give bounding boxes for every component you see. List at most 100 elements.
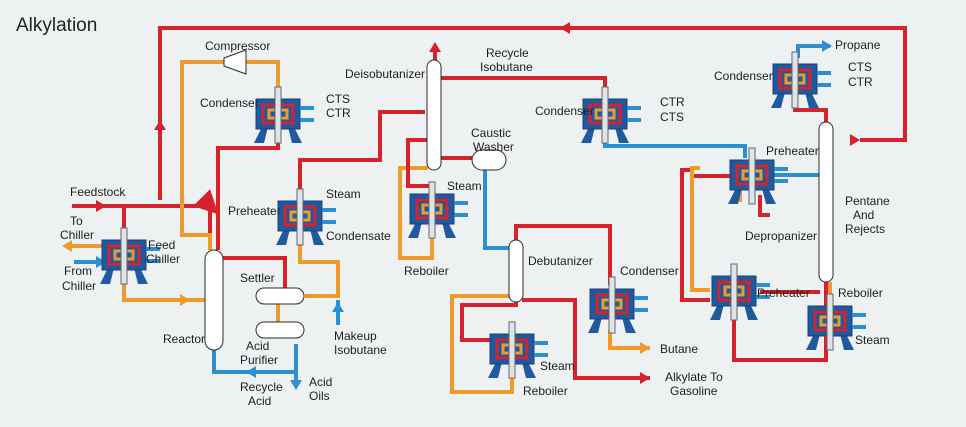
compressor-body xyxy=(223,49,247,75)
label-settler: Settler xyxy=(240,271,275,285)
label-debutanizer: Debutanizer xyxy=(528,254,593,268)
exchanger-shaft xyxy=(120,227,128,285)
pipe-left-loop xyxy=(680,168,710,302)
settler-vessel xyxy=(255,287,305,305)
exchanger-reboiler-3 xyxy=(806,293,866,351)
label-condenser-4: Condenser xyxy=(620,264,679,278)
label-chiller-to: Chiller xyxy=(60,228,94,242)
label-and: And xyxy=(853,208,874,222)
label-ctr-1: CTR xyxy=(326,106,351,120)
exchanger-shaft xyxy=(296,188,304,246)
label-preheater-1: Preheater xyxy=(228,204,281,218)
label-compressor: Compressor xyxy=(205,39,270,53)
exchanger-leg xyxy=(134,268,148,284)
label-reboiler-3: Reboiler xyxy=(838,286,883,300)
exchanger-nozzle xyxy=(756,295,770,299)
exchanger-leg xyxy=(762,188,776,204)
exchanger-nozzle xyxy=(817,83,831,87)
label-purifier: Purifier xyxy=(240,353,278,367)
label-reboiler-2: Reboiler xyxy=(523,384,568,398)
exchanger-nozzle xyxy=(146,259,160,263)
exchanger-nozzle xyxy=(322,208,336,212)
exchanger-reboiler-2 xyxy=(488,321,548,379)
diagram-title: Alkylation xyxy=(16,15,97,36)
label-cts-2: CTS xyxy=(660,110,684,124)
exchanger-nozzle xyxy=(534,353,548,357)
exchanger-leg xyxy=(744,304,758,320)
label-chiller-from: Chiller xyxy=(62,279,96,293)
label-oils: Oils xyxy=(309,389,330,403)
arrow-acid-oils xyxy=(290,380,302,390)
depropanizer-column xyxy=(818,121,834,283)
exchanger-leg xyxy=(254,127,268,143)
pipe-left-loop-w xyxy=(690,166,710,292)
label-caustic: Caustic xyxy=(471,126,511,140)
pipe-settler-right xyxy=(298,230,340,298)
exchanger-shaft xyxy=(508,321,516,379)
label-recycle: Recycle xyxy=(486,46,529,60)
label-rejects: Rejects xyxy=(845,222,885,236)
exchanger-nozzle xyxy=(774,167,788,171)
pipe-reactor-settler xyxy=(222,256,287,288)
label-from: From xyxy=(64,264,92,278)
label-recycle-acid-a: Recycle xyxy=(240,380,283,394)
pipe-recycle-isobutane xyxy=(440,76,607,96)
exchanger-nozzle xyxy=(300,106,314,110)
label-butane: Butane xyxy=(660,342,698,356)
exchanger-leg xyxy=(710,304,724,320)
exchanger-leg xyxy=(805,92,819,108)
exchanger-nozzle xyxy=(627,118,641,122)
exchanger-nozzle xyxy=(774,179,788,183)
label-chiller-feed: Chiller xyxy=(146,252,180,266)
label-recycle-acid-b: Acid xyxy=(248,394,271,408)
label-condenser-3: Condenser xyxy=(714,69,773,83)
exchanger-leg xyxy=(806,334,820,350)
label-depropanizer: Depropanizer xyxy=(745,229,817,243)
exchanger-condenser-2 xyxy=(581,86,641,144)
pipe-preheater-deiso xyxy=(298,110,425,200)
label-steam-1: Steam xyxy=(326,187,361,201)
arrow-from-chiller xyxy=(96,256,106,268)
pipe-butane xyxy=(608,330,650,350)
label-acid-oils-a: Acid xyxy=(309,375,332,389)
exchanger-shaft xyxy=(274,86,282,144)
exchanger-nozzle xyxy=(852,313,866,317)
arrow-butane xyxy=(640,342,650,354)
label-reboiler-1: Reboiler xyxy=(404,264,449,278)
exchanger-leg xyxy=(522,362,536,378)
exchanger-nozzle xyxy=(534,341,548,345)
exchanger-nozzle xyxy=(454,201,468,205)
exchanger-leg xyxy=(840,334,854,350)
exchanger-leg xyxy=(622,317,636,333)
flow-arrows xyxy=(62,22,860,390)
exchanger-shaft xyxy=(428,181,436,239)
arrow-deiso-top xyxy=(429,42,441,52)
exchanger-shaft xyxy=(826,293,834,351)
exchanger-leg xyxy=(288,127,302,143)
label-pentane: Pentane xyxy=(845,194,890,208)
label-to: To xyxy=(70,214,83,228)
arrow-feedstock xyxy=(96,200,106,212)
exchanger-leg xyxy=(100,268,114,284)
exchanger-shaft xyxy=(608,276,616,334)
label-isobutane-makeup: Isobutane xyxy=(334,343,387,357)
label-propane: Propane xyxy=(835,38,881,52)
caustic-washer xyxy=(471,149,507,171)
arrow-propane xyxy=(822,40,832,52)
exchanger-shaft xyxy=(730,263,738,321)
pipe-alkylate xyxy=(522,298,650,380)
arrow-makeup xyxy=(332,302,344,312)
label-alkylate-to: Alkylate To xyxy=(665,370,723,384)
exchanger-leg xyxy=(408,222,422,238)
pipe-debut-condenser xyxy=(514,224,612,285)
arrow-pentane xyxy=(850,134,860,146)
label-cts-3: CTS xyxy=(848,60,872,74)
pipe-preheater-out xyxy=(758,195,770,217)
exchanger-nozzle xyxy=(146,247,160,251)
pipe-caustic-debut xyxy=(483,170,510,250)
exchanger-nozzle xyxy=(756,283,770,287)
label-ctr-3: CTR xyxy=(848,75,873,89)
arrow-recycle-acid xyxy=(246,366,256,378)
